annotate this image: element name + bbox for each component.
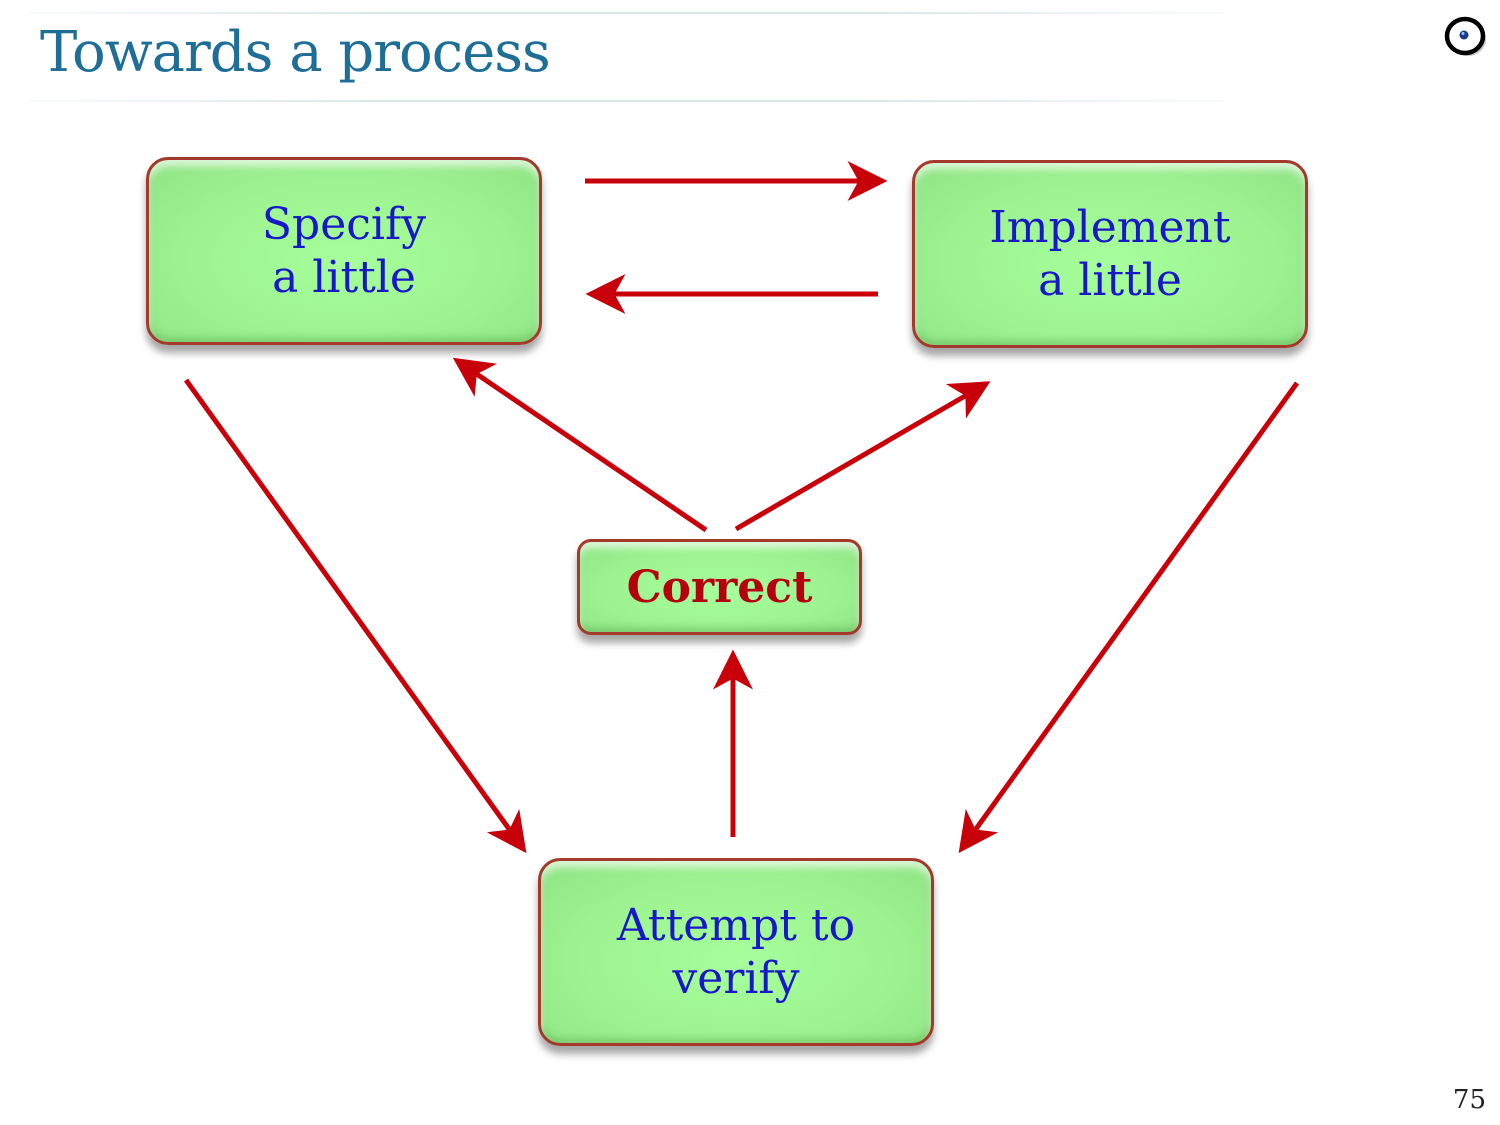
specify-label-line1: Specify xyxy=(261,199,427,250)
implement-label-line1: Implement xyxy=(989,202,1231,253)
eye-logo-icon xyxy=(1444,16,1486,56)
specify-label-line2: a little xyxy=(272,252,416,303)
implement-node: Implement a little xyxy=(912,160,1308,348)
title-rule-bottom xyxy=(28,100,1224,102)
verify-label-line1: Attempt to xyxy=(616,900,856,951)
verify-node: Attempt to verify xyxy=(538,858,934,1046)
verify-label-line2: verify xyxy=(672,953,800,1004)
correct-node: Correct xyxy=(577,539,862,635)
implement-label-line2: a little xyxy=(1038,255,1182,306)
title-rule-top xyxy=(28,12,1224,14)
specify-node: Specify a little xyxy=(146,157,542,345)
arrow-correct-to-implement xyxy=(734,381,991,532)
slide-title: Towards a process xyxy=(40,20,551,85)
page-number: 75 xyxy=(1452,1085,1486,1115)
arrow-specify-to-verify xyxy=(183,378,527,854)
arrow-correct-to-specify xyxy=(452,357,708,533)
correct-label: Correct xyxy=(626,561,813,613)
arrow-implement-to-verify xyxy=(958,381,1300,854)
